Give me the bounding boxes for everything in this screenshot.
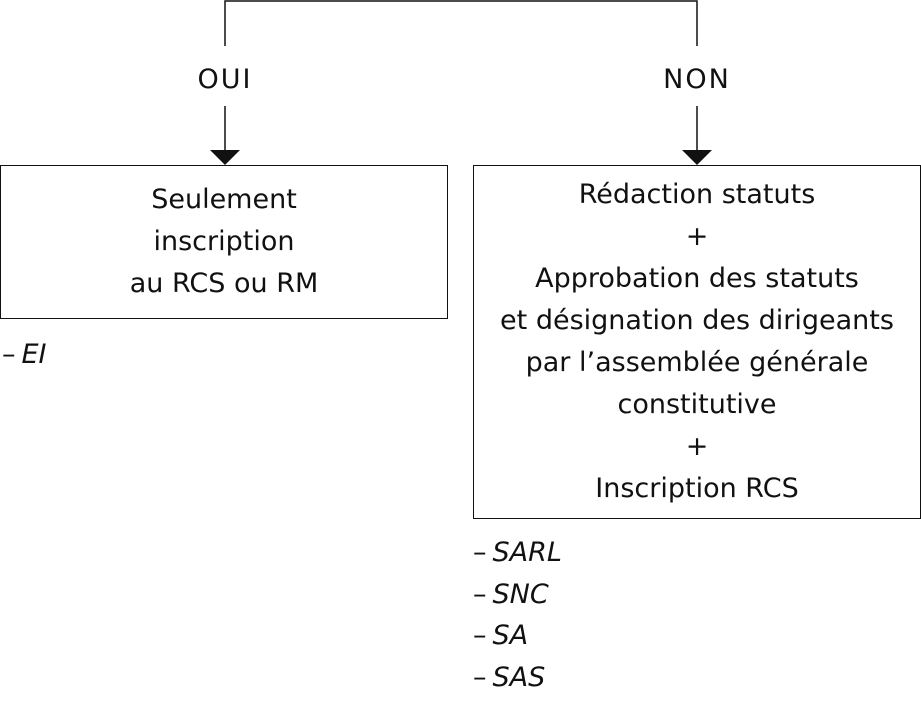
list-marker: – (473, 537, 487, 568)
list-marker: – (473, 578, 487, 610)
yes-outcome-box: Seulement inscription au RCS ou RM (0, 165, 448, 319)
example-item: –SARL (473, 532, 562, 574)
example-item: –EI (2, 334, 47, 376)
no-box-line: + (685, 431, 709, 462)
no-branch-label: NON (663, 64, 731, 95)
yes-box-line: au RCS ou RM (129, 268, 319, 299)
example-label: SA (492, 620, 529, 651)
example-item: –SNC (473, 574, 562, 616)
yes-branch-label: OUI (197, 64, 253, 95)
no-box-line: et désignation des dirigeants (500, 305, 894, 336)
yes-examples-list: –EI (2, 334, 47, 376)
no-outcome-box: Rédaction statuts + Approbation des stat… (473, 165, 921, 519)
example-item: –SAS (473, 657, 562, 699)
list-marker: – (2, 339, 16, 370)
no-box-line: par l’assemblée générale (525, 347, 869, 378)
example-item: –SA (473, 615, 562, 657)
yes-box-line: inscription (153, 226, 295, 257)
example-label: SNC (492, 578, 549, 610)
no-box-line: + (685, 221, 709, 252)
list-marker: – (473, 620, 487, 651)
top-bracket-line (224, 0, 698, 46)
no-arrow-head (682, 150, 712, 165)
list-marker: – (473, 661, 487, 693)
yes-box-line: Seulement (151, 184, 297, 215)
example-label: SAS (492, 661, 546, 693)
no-box-line: Approbation des statuts (535, 263, 859, 294)
no-box-line: Rédaction statuts (578, 179, 816, 210)
no-box-line: Inscription RCS (595, 473, 799, 504)
example-label: SARL (492, 537, 562, 568)
no-box-line: constitutive (617, 389, 777, 420)
yes-arrow-head (210, 150, 240, 165)
no-examples-list: –SARL –SNC –SA –SAS (473, 532, 562, 698)
example-label: EI (21, 339, 47, 370)
